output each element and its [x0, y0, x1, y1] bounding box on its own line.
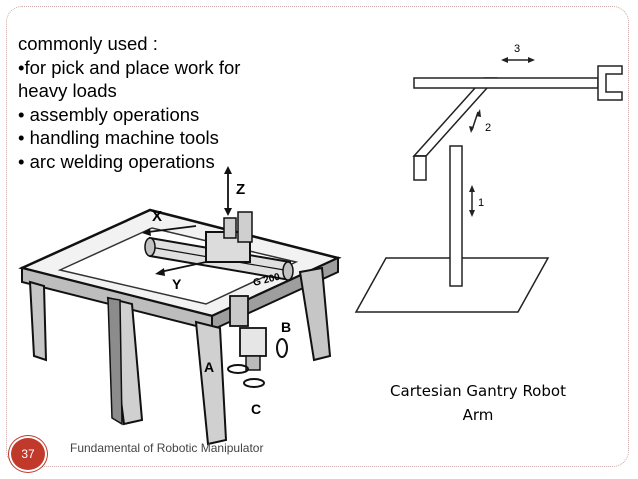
caption-line: Cartesian Gantry Robot	[390, 382, 566, 400]
body-line: commonly used :	[18, 33, 158, 54]
b-axis-label: B	[281, 319, 291, 335]
body-line: heavy loads	[18, 80, 117, 101]
body-line: • handling machine tools	[18, 127, 219, 148]
slide-frame	[6, 6, 629, 467]
body-line: •for pick and place work for	[18, 56, 241, 78]
y-axis-label: Y	[172, 276, 182, 292]
axis-2-label: 2	[485, 122, 491, 134]
body-line: • assembly operations	[18, 103, 200, 125]
z-axis-label: Z	[236, 181, 245, 198]
a-axis-label: A	[204, 359, 214, 375]
body-line: • arc welding operations	[18, 150, 215, 172]
axis-3-label: 3	[514, 43, 520, 55]
x-axis-label: X	[152, 208, 162, 225]
figure-caption: Cartesian Gantry Robot Arm	[368, 379, 588, 427]
slide-body-text: commonly used : •for pick and place work…	[18, 32, 318, 173]
axis-1-label: 1	[478, 197, 484, 209]
footer-title: Fundamental of Robotic Manipulator	[70, 441, 264, 455]
page-number-badge: 37	[9, 436, 47, 472]
c-axis-label: C	[251, 401, 261, 417]
caption-line: Arm	[462, 406, 494, 424]
